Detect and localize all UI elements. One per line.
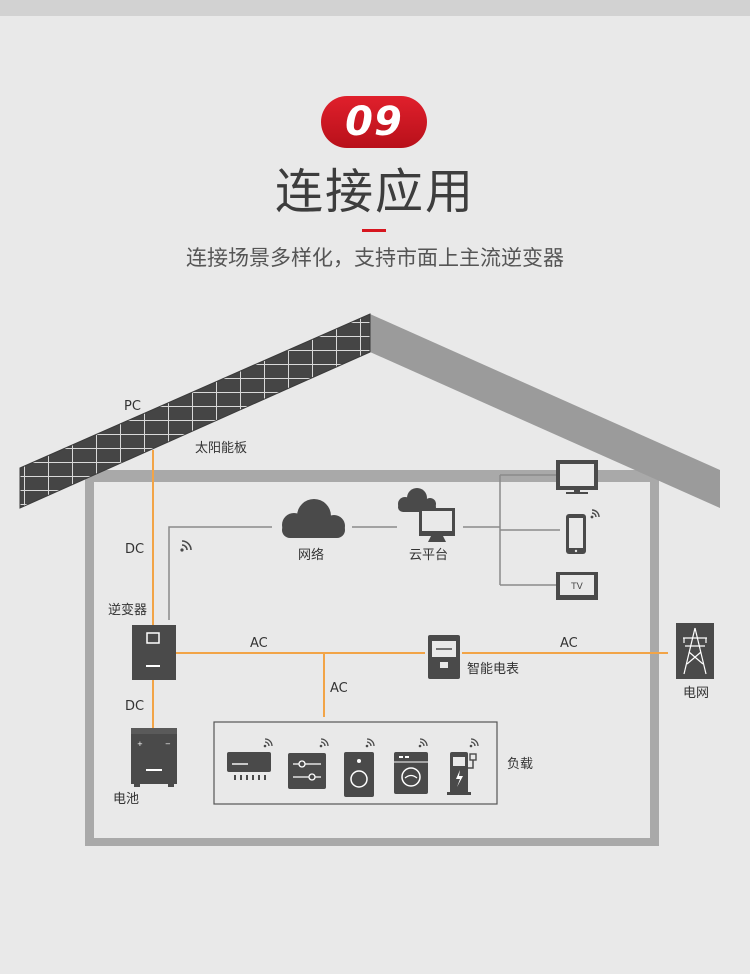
- wifi-icon: [469, 738, 479, 748]
- air-conditioner-icon: [227, 752, 271, 780]
- label-dc-top: DC: [125, 542, 144, 557]
- label-battery: 电池: [113, 792, 139, 807]
- page-subtitle: 连接场景多样化，支持市面上主流逆变器: [186, 246, 564, 270]
- label-ac-mid: AC: [330, 681, 348, 696]
- svg-text:−: −: [165, 740, 171, 748]
- smartphone-icon: [566, 514, 586, 554]
- wifi-icon: [263, 738, 273, 748]
- label-solar-panel: 太阳能板: [195, 441, 247, 456]
- cloud-icon: [282, 499, 345, 538]
- wifi-icon: [590, 509, 600, 519]
- wifi-icon: [180, 540, 192, 552]
- label-cloud-platform: 云平台: [409, 548, 448, 563]
- wifi-icon: [418, 738, 428, 748]
- label-grid: 电网: [683, 686, 709, 701]
- section-number-badge: 09: [321, 96, 427, 148]
- svg-text:+: +: [137, 740, 143, 748]
- washing-machine-icon: [394, 752, 428, 794]
- power-grid-icon: [676, 623, 714, 679]
- speaker-icon: [344, 752, 374, 797]
- title-underline: [362, 229, 386, 232]
- label-dc-bottom: DC: [125, 699, 144, 714]
- label-smart-meter: 智能电表: [467, 662, 519, 677]
- power-lines: [152, 450, 668, 728]
- solar-panel-roof: [20, 314, 370, 508]
- wifi-icon: [365, 738, 375, 748]
- label-load: 负载: [507, 757, 533, 772]
- cloud-platform-icon: [398, 488, 455, 542]
- battery-device: + −: [131, 728, 177, 787]
- tv-icon: TV: [556, 572, 598, 600]
- label-inverter: 逆变器: [108, 602, 147, 618]
- label-network: 网络: [298, 547, 324, 563]
- ev-charger-icon: [447, 752, 477, 795]
- label-ac-left: AC: [250, 636, 268, 651]
- inverter-device: [132, 625, 176, 680]
- house: [19, 313, 720, 846]
- data-lines: [168, 474, 560, 620]
- page-title: 连接应用: [274, 164, 475, 220]
- load-group-box: [213, 721, 498, 805]
- svg-text:TV: TV: [570, 582, 583, 592]
- roof-right: [370, 314, 720, 508]
- label-ac-right: AC: [560, 636, 578, 651]
- data-line-inverter-network: [168, 526, 272, 620]
- control-panel-icon: [288, 753, 326, 789]
- label-pc: PC: [124, 399, 141, 414]
- top-bar: [0, 0, 750, 16]
- monitor-icon: [556, 460, 598, 494]
- wifi-icon: [319, 738, 329, 748]
- smart-meter-device: [428, 635, 460, 679]
